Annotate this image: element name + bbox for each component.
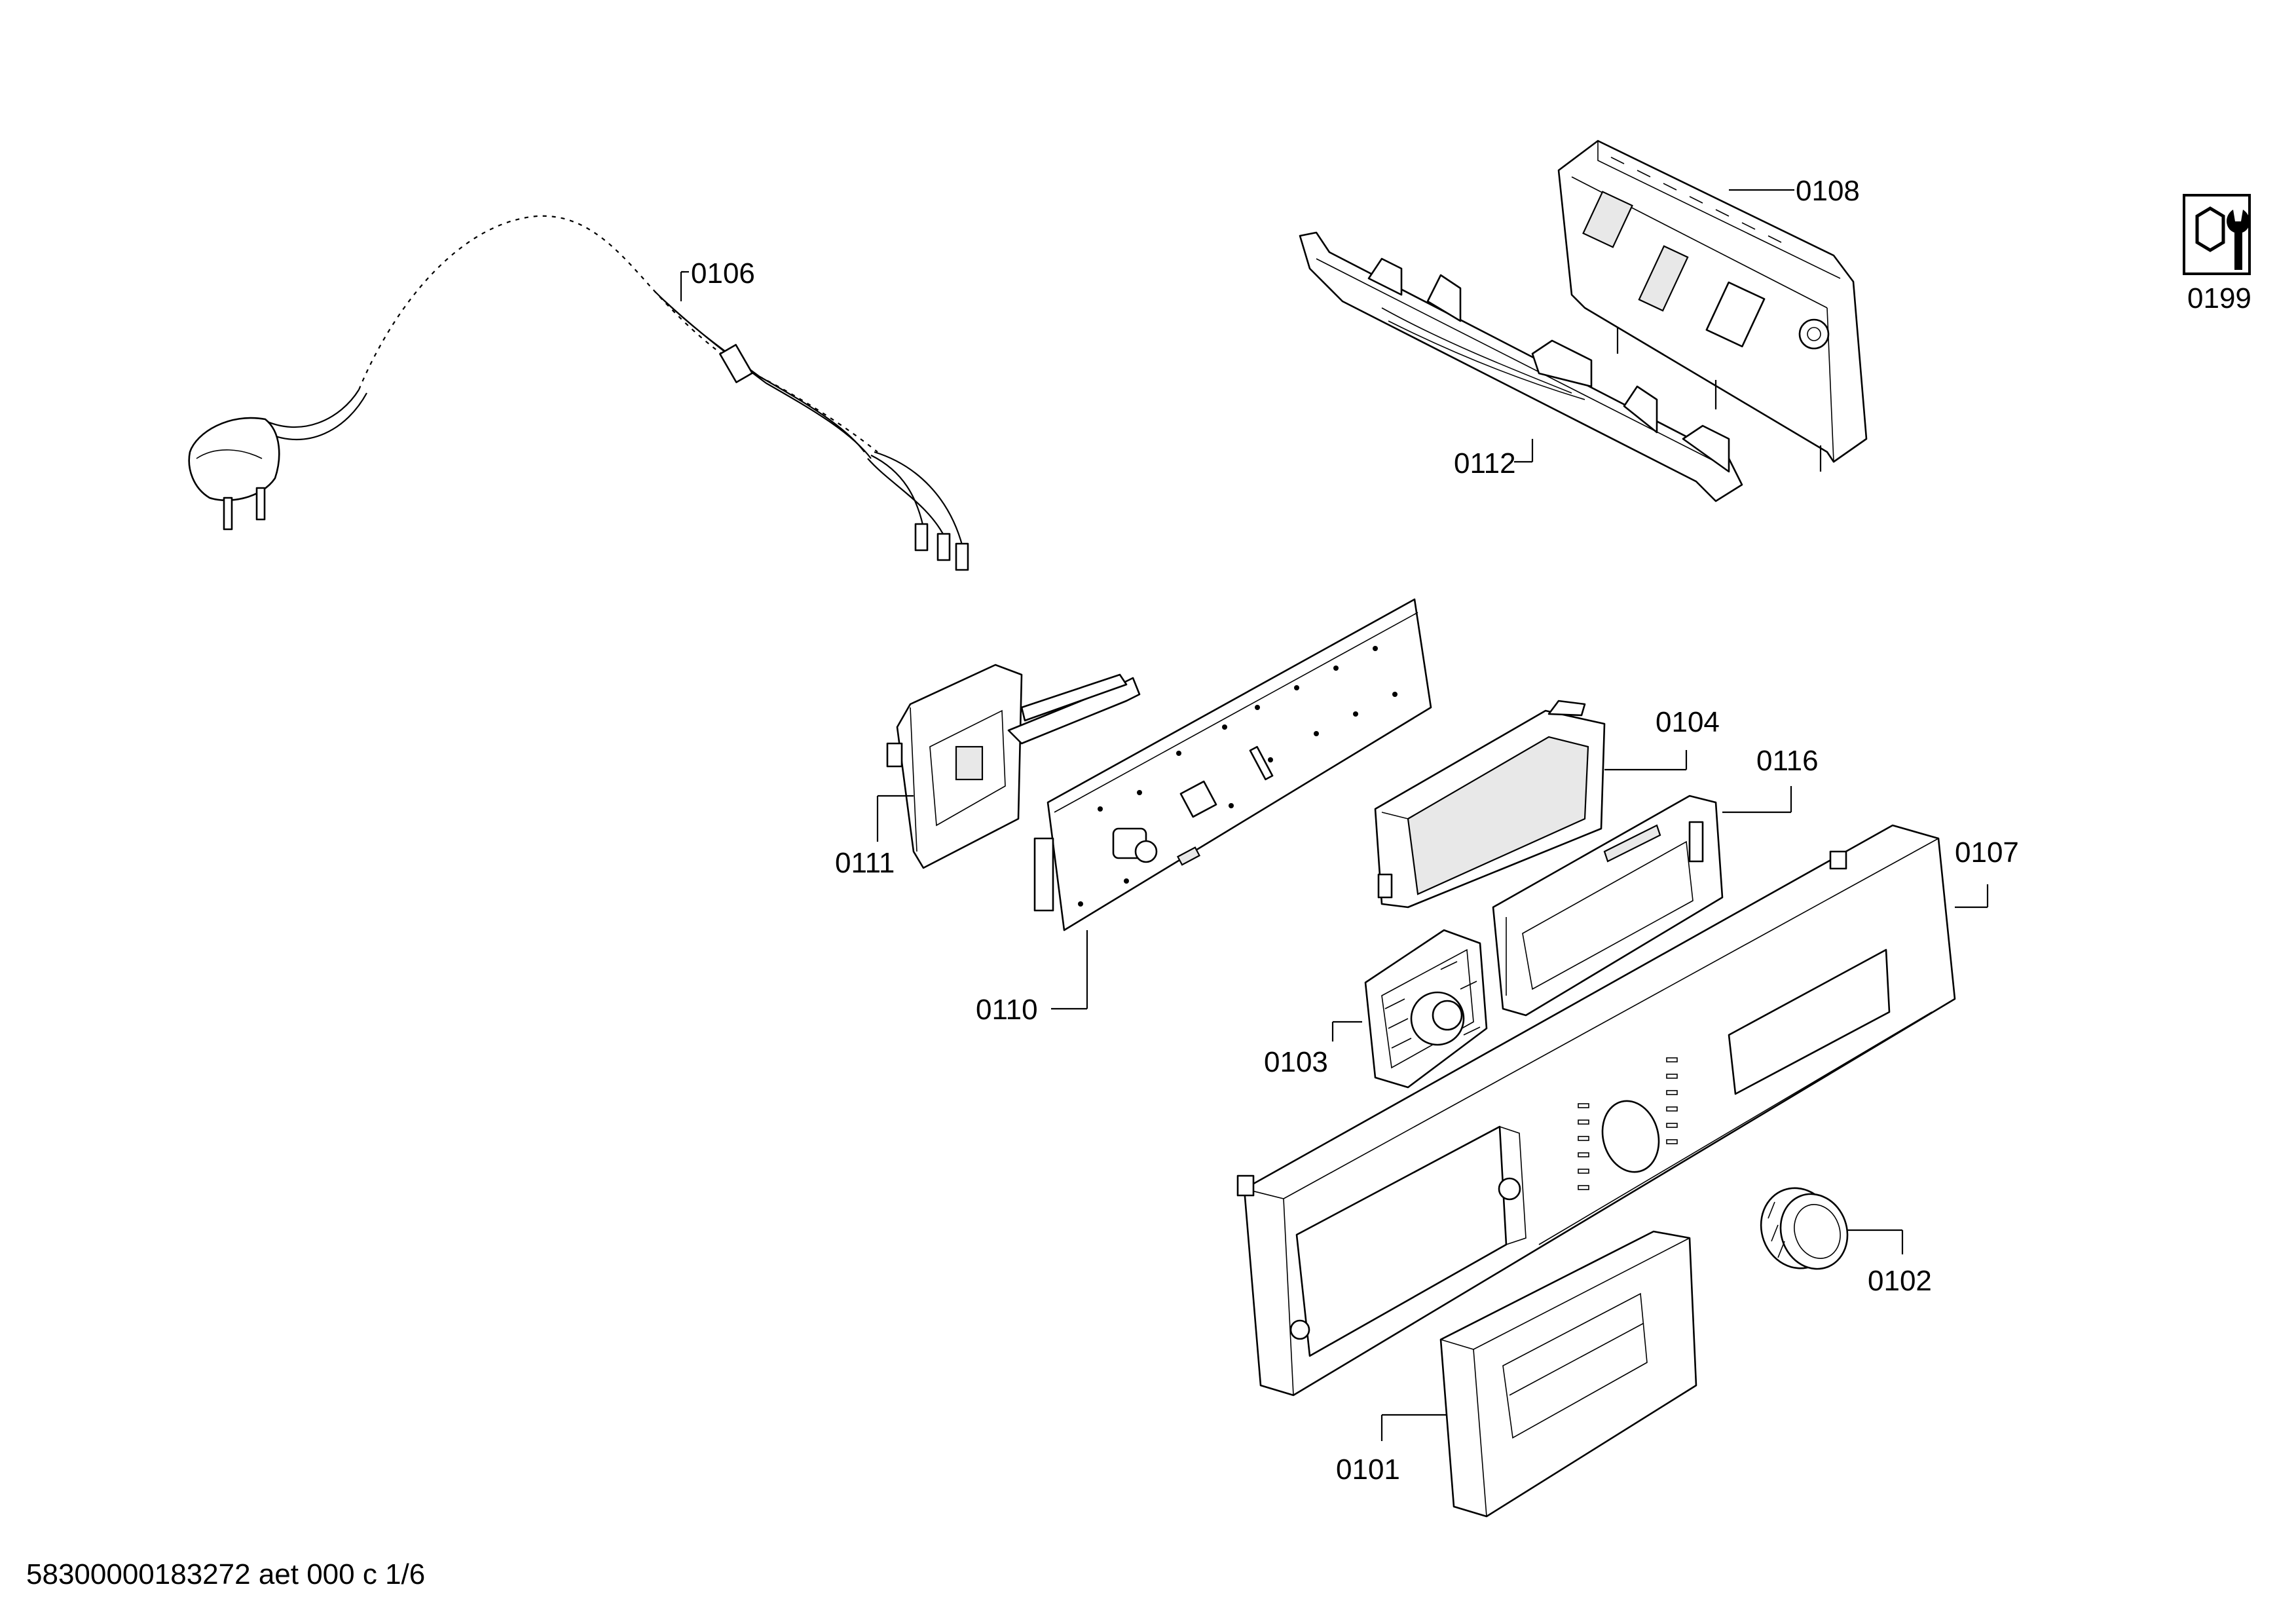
drawing-reference-code: 58300000183272 aet 000 c 1/6 — [26, 1558, 425, 1590]
label-0103: 0103 — [1264, 1046, 1328, 1078]
label-0102: 0102 — [1868, 1265, 1932, 1297]
part-0104-display-window — [1374, 700, 1606, 909]
part-0111-bracket — [886, 664, 1141, 869]
label-0108: 0108 — [1796, 175, 1860, 207]
part-0101-drawer-handle — [1439, 1230, 1697, 1518]
wrench-nut-icon — [2183, 194, 2251, 275]
label-0104: 0104 — [1656, 706, 1720, 738]
label-0116: 0116 — [1756, 745, 1819, 777]
part-0110-control-board — [1033, 598, 1432, 931]
part-0103-program-selector — [1364, 929, 1488, 1089]
label-0107: 0107 — [1955, 836, 2019, 869]
part-0112-cable-holder — [1299, 231, 1743, 502]
part-0108-electronic-module — [1557, 140, 1868, 472]
label-0199: 0199 — [2187, 282, 2251, 314]
label-0110: 0110 — [976, 994, 1038, 1026]
label-0101: 0101 — [1336, 1454, 1400, 1486]
part-0116-display-frame — [1492, 795, 1724, 1017]
label-0111: 0111 — [835, 847, 895, 879]
label-0106: 0106 — [691, 257, 755, 290]
part-0107-control-panel-fascia — [1236, 824, 1956, 1397]
part-0106-power-cord — [188, 215, 969, 571]
part-0102-knob — [1760, 1187, 1849, 1270]
label-0112: 0112 — [1454, 447, 1516, 479]
